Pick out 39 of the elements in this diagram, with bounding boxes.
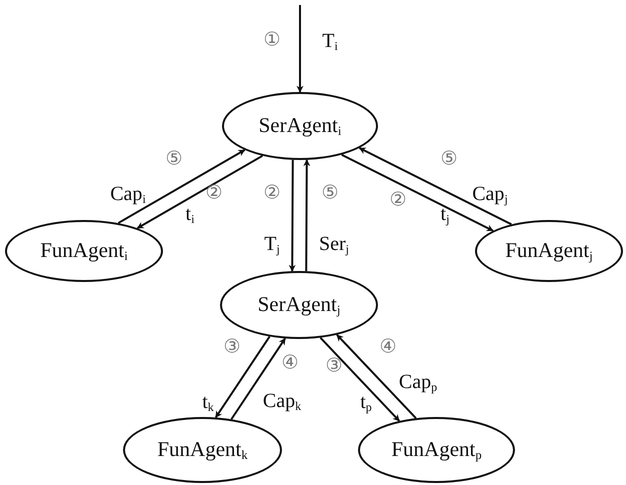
agent-name: FunAgent$_{k}$ [157,436,248,464]
edge-label: t$_{k}$ [202,391,214,415]
agent-name: SerAgent$_{j}$ [258,292,340,318]
step-number: ① [263,30,281,50]
edge-label: Ser$_{j}$ [319,233,349,257]
agent-name: SerAgent$_{i}$ [258,112,342,140]
step-number: ② [389,190,407,210]
arrow [303,159,310,272]
arrow [336,334,417,419]
edge-label: t$_{i}$ [186,203,194,227]
step-number: ② [205,184,223,202]
edge-label: T$_{i}$ [322,30,338,54]
step-number: ④ [379,338,397,356]
arrow [296,5,304,93]
edge-label: Cap$_{i}$ [110,183,146,207]
agent-name: FunAgent$_{i}$ [40,238,128,264]
arrow [230,338,286,420]
edge-label: t$_{j}$ [440,203,450,227]
arrow [214,336,270,418]
edge-label: Cap$_{j}$ [472,183,508,207]
agent-name: FunAgent$_{j}$ [505,238,593,264]
arrow [358,147,512,226]
step-number: ④ [281,354,299,372]
agent-name: FunAgent$_{p}$ [391,436,482,464]
step-number: ⑤ [165,150,183,168]
step-number: ② [263,184,281,202]
step-number: ③ [223,338,241,356]
step-number: ⑤ [321,184,339,202]
edge-label: Cap$_{k}$ [262,390,302,414]
arrow [288,160,296,272]
arrow [320,337,400,422]
step-number: ⑤ [440,150,458,168]
arrow [136,154,263,230]
edge-label: T$_{j}$ [264,233,280,257]
arrow [341,154,494,232]
edge-label: t$_{p}$ [360,391,372,415]
edge-label: Cap$_{p}$ [398,371,438,395]
step-number: ③ [325,356,343,376]
arrow [118,149,246,224]
